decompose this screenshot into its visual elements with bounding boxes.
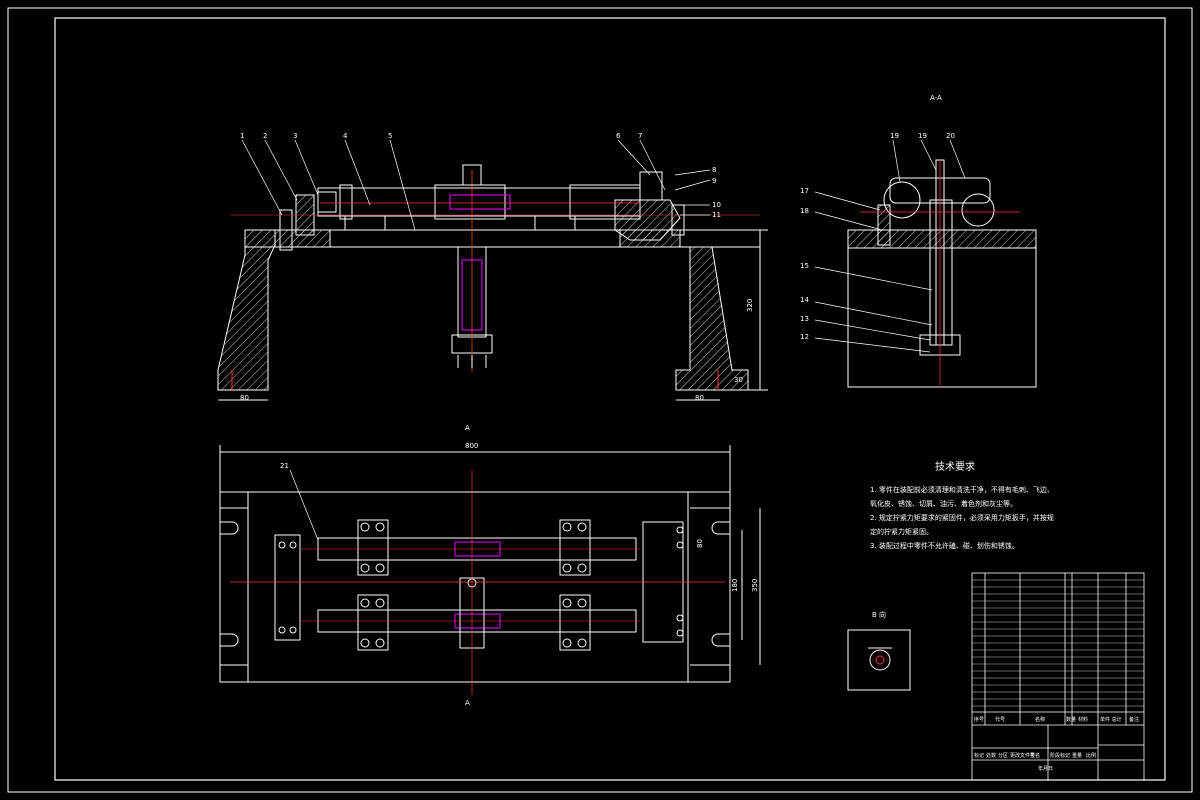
balloon-12: 12	[800, 333, 809, 341]
tech-req-title: 技术要求	[935, 460, 975, 473]
parts-list-table	[971, 572, 1145, 781]
plan-view-labels: 800 180 350 80 21 A	[280, 442, 759, 707]
dim-plan-height: 350	[751, 579, 759, 592]
inner-border	[54, 17, 1166, 781]
balloon-13: 13	[800, 315, 809, 323]
dim-top-width: 800	[465, 442, 478, 450]
tb-weight: 重量	[1072, 752, 1082, 759]
tb-zone: 分区	[998, 752, 1008, 759]
balloon-19: 19	[890, 132, 899, 140]
balloon-19b: 19	[918, 132, 927, 140]
header-remark: 备注	[1129, 716, 1139, 723]
view-b	[847, 629, 911, 691]
right-support-leg	[675, 246, 749, 391]
section-mark-top: A	[465, 424, 470, 432]
tech-req-line-5: 3. 装配过程中零件不允许磕、碰、划伤和锈蚀。	[870, 541, 1019, 550]
balloon-15: 15	[800, 262, 809, 270]
dim-left-base: 80	[240, 394, 249, 402]
parts-list-header: 序号 代号 名称 数量 材料 单件 总计 备注 标记 处数 分区 更改文件号 签…	[974, 716, 1139, 772]
front-elevation-view	[217, 164, 768, 401]
section-mark-bottom: A	[465, 699, 470, 707]
parts-list-rows	[972, 579, 1144, 707]
balloon-3: 3	[293, 132, 297, 140]
tb-stage: 阶段标记	[1050, 752, 1070, 759]
balloon-6: 6	[616, 132, 621, 140]
header-name: 名称	[1035, 716, 1045, 723]
balloon-21-leader	[289, 469, 319, 541]
header-weight: 单件 总计	[1100, 716, 1122, 723]
balloon-7: 7	[638, 132, 642, 140]
balloon-21: 21	[280, 462, 289, 470]
header-qty: 数量	[1066, 716, 1076, 723]
balloon-2: 2	[263, 132, 267, 140]
balloon-14: 14	[800, 296, 809, 304]
outer-border	[7, 7, 1193, 793]
balloon-11: 11	[712, 211, 721, 219]
section-aa-leaders	[814, 139, 966, 353]
tb-mark: 标记	[974, 752, 984, 759]
tb-change: 更改文件号	[1010, 752, 1035, 759]
header-material: 材料	[1078, 716, 1088, 723]
balloon-8: 8	[712, 166, 716, 174]
technical-requirements: 技术要求 1. 零件在装配前必须清理和清洗干净，不得有毛刺、飞边、 氧化皮、锈蚀…	[870, 460, 1054, 550]
section-aa-labels: A-A 19 19 20 17 18 15 14 13 12	[800, 94, 955, 341]
tech-req-line-2: 氧化皮、锈蚀、切屑、油污、着色剂和灰尘等。	[870, 499, 1017, 508]
dim-plan-right: 80	[696, 539, 704, 548]
tech-req-line-3: 2. 规定拧紧力矩要求的紧固件，必须采用力矩扳手，并按规	[870, 513, 1054, 522]
plan-view	[219, 445, 761, 695]
balloon-5: 5	[388, 132, 392, 140]
tech-req-line-1: 1. 零件在装配前必须清理和清洗干净，不得有毛刺、飞边、	[870, 485, 1054, 494]
balloon-10: 10	[712, 201, 721, 209]
section-aa-title: A-A	[930, 94, 942, 102]
balloon-18: 18	[800, 207, 809, 215]
dim-right-base: 80	[695, 394, 704, 402]
dim-right-foot: 30	[734, 376, 743, 384]
left-support-leg	[217, 229, 276, 391]
tb-date: 年月日	[1038, 765, 1053, 772]
balloon-20: 20	[946, 132, 955, 140]
tb-sign: 签名	[1030, 752, 1040, 759]
tb-scale: 比例	[1086, 752, 1096, 759]
header-seq: 序号	[974, 716, 984, 723]
tb-count: 处数	[986, 752, 996, 759]
view-b-label: B 向	[872, 610, 886, 619]
balloon-17: 17	[800, 187, 809, 195]
front-leaders	[241, 139, 711, 231]
section-aa-view	[847, 159, 1037, 388]
tech-req-line-4: 定的拧紧力矩紧固。	[870, 527, 933, 536]
balloon-9: 9	[712, 177, 716, 185]
dim-right-height: 320	[746, 299, 754, 312]
front-balloon-labels: 1 2 3 4 5 6 7 8 9 10 11 80 80 320 30 A	[240, 132, 754, 432]
balloon-4: 4	[343, 132, 348, 140]
header-code: 代号	[995, 716, 1005, 723]
balloon-1: 1	[240, 132, 244, 140]
dim-plan-inner: 180	[731, 579, 739, 592]
main-cylinder	[317, 187, 641, 217]
